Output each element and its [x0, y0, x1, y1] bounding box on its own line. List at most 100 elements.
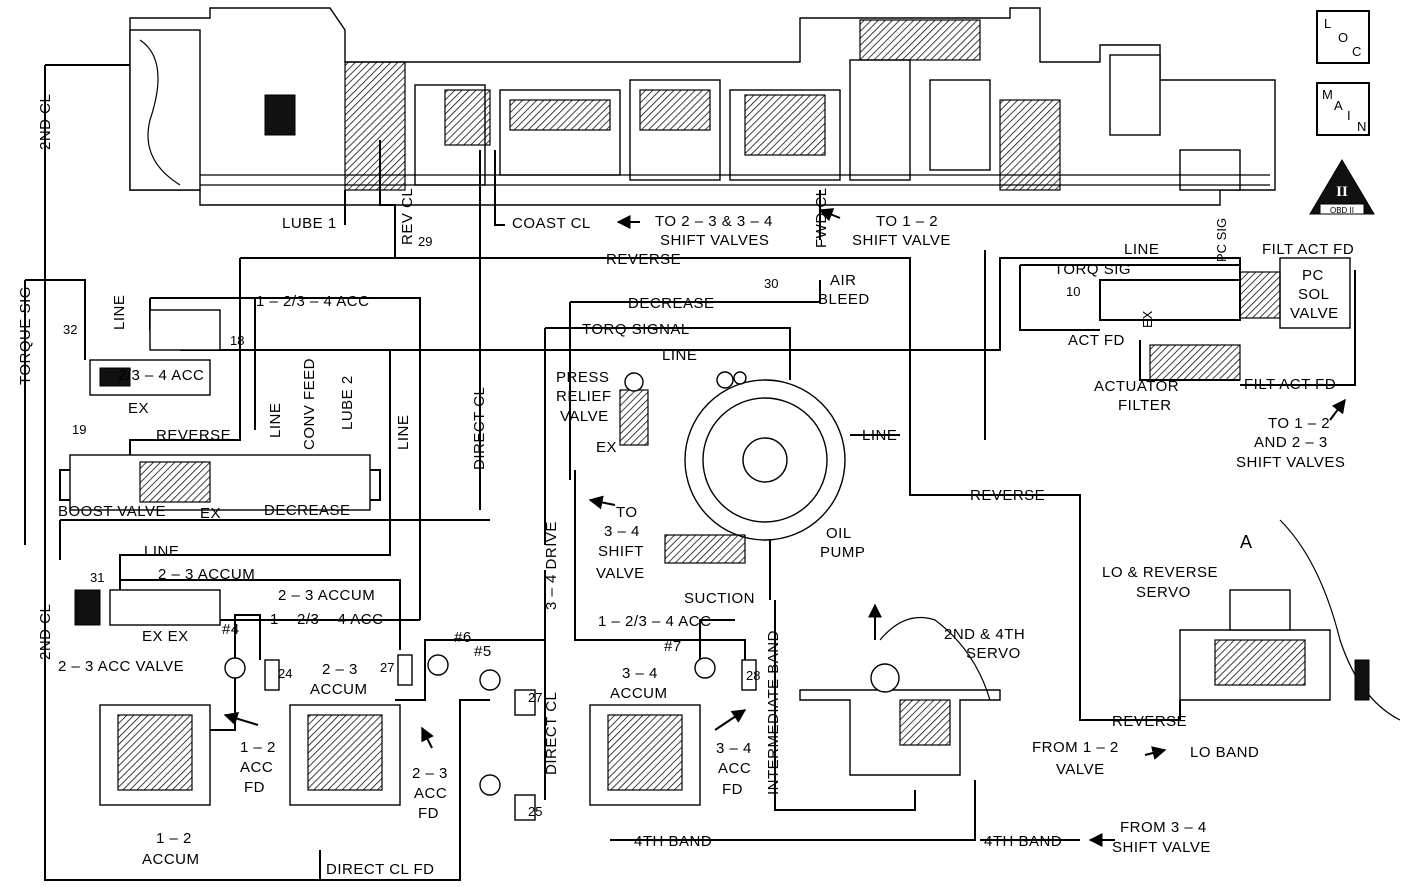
label-line-upper-left: LINE: [111, 295, 128, 330]
label-accum23-a: 2 – 3: [322, 661, 358, 678]
label-acc-34-fd-c: FD: [722, 781, 743, 798]
label-accum34-b: ACCUM: [610, 685, 668, 702]
label-30: 30: [764, 276, 778, 291]
label-actuator: ACTUATOR: [1094, 378, 1179, 395]
label-air: AIR: [830, 272, 857, 289]
label-torq-sig: TORQ SIG: [1054, 261, 1131, 278]
label-to-12-23-a: TO 1 – 2: [1268, 415, 1330, 432]
label-from-34-a: FROM 3 – 4: [1120, 819, 1207, 836]
label-filt-act-fd-mid: FILT ACT FD: [1244, 376, 1336, 393]
servo-lo-reverse: [1179, 519, 1401, 721]
label-to-34-b: 3 – 4: [604, 523, 640, 540]
label-letter-a: A: [1240, 532, 1253, 552]
label-23-acc-valve: 2 – 3 ACC VALVE: [58, 658, 184, 675]
label-ex-boost: EX: [200, 505, 221, 522]
label-torque-sig: TORQUE SIG: [17, 286, 34, 385]
label-n6: #6: [454, 629, 472, 646]
pressure-relief-valve: [619, 372, 649, 446]
label-acc-34-fd-a: 3 – 4: [716, 740, 752, 757]
label-accum12-b: ACCUM: [142, 851, 200, 868]
label-acc-34-fd-b: ACC: [718, 760, 751, 777]
label-acc-12-fd-c: FD: [244, 779, 265, 796]
label-line-pump: LINE: [862, 427, 897, 444]
flow-arrows: [223, 208, 1346, 847]
label-lo-rev-b: SERVO: [1136, 584, 1191, 601]
label-ex-ex: EX EX: [142, 628, 189, 645]
label-oil: OIL: [826, 525, 852, 542]
label-25: 25: [528, 804, 542, 819]
label-n4: #4: [222, 621, 240, 638]
schematic-labels: 2ND CL 2ND CL TORQUE SIG LUBE 1 REV CL 2…: [17, 94, 1354, 878]
label-from-12-a: FROM 1 – 2: [1032, 739, 1119, 756]
label-from-12-b: VALVE: [1056, 761, 1105, 778]
label-acc-23-fd-a: 2 – 3: [412, 765, 448, 782]
label-to-34-a: TO: [616, 504, 638, 521]
label-accum-23-b: 2 – 3 ACCUM: [278, 587, 375, 604]
label-pc-sig: PC SIG: [1214, 218, 1229, 262]
label-n7: #7: [664, 638, 682, 655]
obd-numeral: II: [1336, 184, 1348, 200]
label-line-mid: LINE: [662, 347, 697, 364]
main-letter-n: N: [1357, 119, 1367, 134]
servo-2nd-4th: [799, 616, 1001, 776]
label-suction: SUCTION: [684, 590, 755, 607]
label-filt-act-fd-top: FILT ACT FD: [1262, 241, 1354, 258]
label-accum12-a: 1 – 2: [156, 830, 192, 847]
label-ex-left: EX: [128, 400, 149, 417]
label-2nd-cl-bottom: 2ND CL: [37, 604, 54, 660]
label-from-34-b: SHIFT VALVE: [1112, 839, 1211, 856]
label-decrease-top: DECREASE: [628, 295, 715, 312]
label-line-vertical: LINE: [267, 403, 284, 438]
pc-solenoid-valve: [1149, 257, 1351, 381]
label-32: 32: [63, 322, 77, 337]
label-acc-1234-right: 1 – 2/3 – 4 ACC: [598, 613, 711, 630]
label-servo-24-a: 2ND & 4TH: [944, 626, 1025, 643]
main-letter-a: A: [1334, 98, 1343, 113]
valve-components: [69, 257, 1401, 821]
main-button[interactable]: M A I N: [1316, 82, 1370, 136]
label-reverse-left: REVERSE: [156, 427, 231, 444]
label-line-low: LINE: [144, 543, 179, 560]
loc-letter-l: L: [1324, 16, 1332, 31]
hydraulic-passages: [24, 64, 1356, 881]
label-to-23-34-a: TO 2 – 3 & 3 – 4: [655, 213, 773, 230]
label-boost-valve: BOOST VALVE: [58, 503, 166, 520]
obd-ii-badge[interactable]: II OBD II: [1309, 159, 1375, 215]
loc-button[interactable]: L O C: [1316, 10, 1370, 64]
label-to-12-b: SHIFT VALVE: [852, 232, 951, 249]
label-reverse-servo: REVERSE: [1112, 713, 1187, 730]
label-4th-band-left: 4TH BAND: [634, 833, 712, 850]
main-letter-i: I: [1347, 108, 1351, 123]
transmission-cross-section: [129, 7, 1276, 206]
label-to-34-d: VALVE: [596, 565, 645, 582]
label-18: 18: [230, 333, 244, 348]
label-4th-band-right: 4TH BAND: [984, 833, 1062, 850]
label-line-pc: LINE: [1124, 241, 1159, 258]
accumulator-3-4: [589, 704, 701, 806]
label-relief: RELIEF: [556, 388, 612, 405]
label-reverse-top: REVERSE: [606, 251, 681, 268]
obd-label: OBD II: [1330, 206, 1354, 215]
label-act-fd: ACT FD: [1068, 332, 1125, 349]
label-direct-cl-low: DIRECT CL: [543, 692, 560, 775]
label-torq-signal: TORQ SIGNAL: [582, 321, 690, 338]
label-31: 31: [90, 570, 104, 585]
label-press: PRESS: [556, 369, 609, 386]
label-direct-cl-vertical: DIRECT CL: [471, 387, 488, 470]
label-accum-23-a: 2 – 3 ACCUM: [158, 566, 255, 583]
label-ex-relief: EX: [596, 439, 617, 456]
label-filter: FILTER: [1118, 397, 1172, 414]
label-34-drive: 3 – 4 DRIVE: [543, 521, 560, 610]
label-acc-12-fd-a: 1 – 2: [240, 739, 276, 756]
label-pc: PC: [1302, 267, 1324, 284]
label-acc-1234-low: 1 – 2/3 – 4 ACC: [270, 611, 383, 628]
label-ex-pc: EX: [1140, 310, 1155, 328]
label-direct-cl-fd: DIRECT CL FD: [326, 861, 435, 878]
label-19: 19: [72, 422, 86, 437]
label-bleed: BLEED: [818, 291, 870, 308]
label-fwd-cl: FWD CL: [813, 188, 830, 249]
label-acc-23-fd-c: FD: [418, 805, 439, 822]
label-24: 24: [278, 666, 292, 681]
